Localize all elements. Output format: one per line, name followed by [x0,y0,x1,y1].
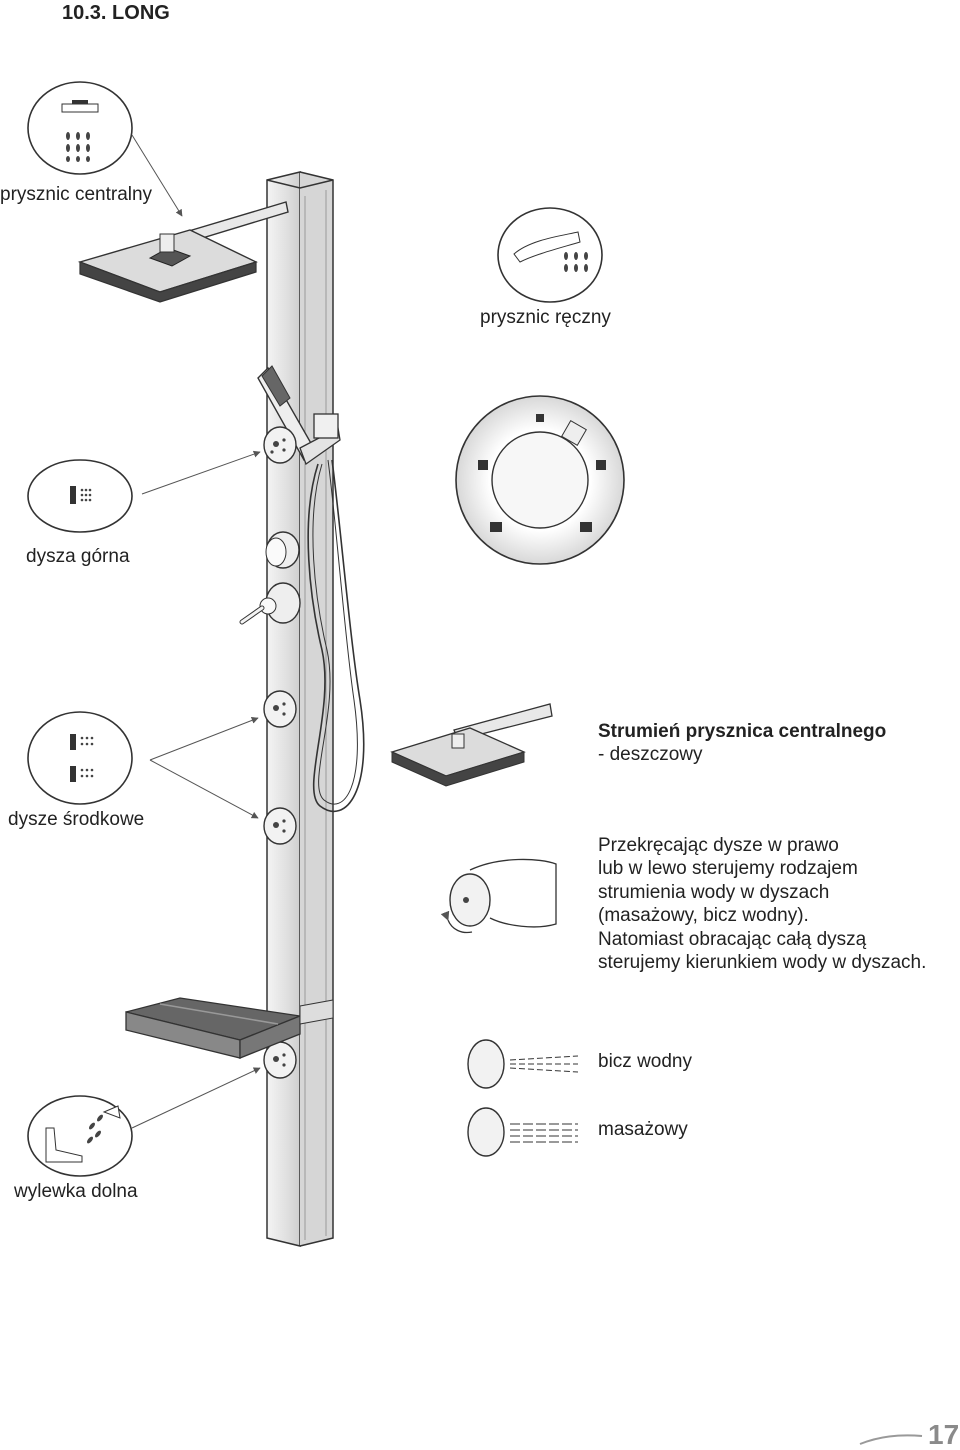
massage-nozzle [467,1107,578,1157]
hand-shower-icon [497,207,603,303]
footer-swoosh [859,1434,923,1445]
middle-nozzle [263,807,297,845]
rain-caption: Strumień prysznica centralnego - deszczo… [598,720,886,766]
rain-shower-icon [27,81,133,175]
leader-lines [131,134,261,1129]
instruction-line: Przekręcając dysze w prawo [598,835,839,856]
label-water-jet: bicz wodny [598,1051,692,1072]
instruction-line: strumienia wody w dyszach [598,881,830,903]
middle-nozzles-icon [27,711,133,805]
label-hand-shower: prysznic ręczny [480,307,611,328]
top-nozzle-icon [27,459,133,533]
rain-shower-head [77,201,289,303]
label-bottom-spout: wylewka dolna [14,1181,138,1202]
hand-shower [257,365,365,812]
rain-subtitle: - deszczowy [598,744,703,765]
thermostat-knob [239,582,301,625]
foot-spout-icon [27,1095,133,1177]
rain-title: Strumień prysznica centralnego [598,721,887,742]
label-central-shower: prysznic centralny [0,184,153,205]
water-jet-nozzle [467,1039,579,1089]
hand-turning-nozzle [440,858,557,934]
top-nozzle [263,426,297,464]
selector-dial-icon [455,395,625,565]
diverter-knob [265,531,300,569]
bottom-spout [263,1041,297,1079]
instruction-line: (masażowy, bicz wodny). [598,905,809,927]
folding-seat [125,997,334,1059]
middle-nozzle [263,690,297,728]
instruction-line: lub w lewo sterujemy rodzajem [598,858,858,880]
section-heading: 10.3. LONG [62,2,170,24]
page-number: 17 [928,1419,960,1450]
label-middle-nozzles: dysze środkowe [8,809,145,830]
instruction-paragraph: Przekręcając dysze w prawo lub w lewo st… [598,834,926,974]
rain-head-detail [390,703,553,787]
instruction-line: sterujemy kierunkiem wody w dyszach. [598,952,927,974]
instruction-line: Natomiast obracając całą dyszą [598,928,867,950]
label-massage: masażowy [598,1119,688,1140]
label-top-nozzle: dysza górna [26,546,130,567]
